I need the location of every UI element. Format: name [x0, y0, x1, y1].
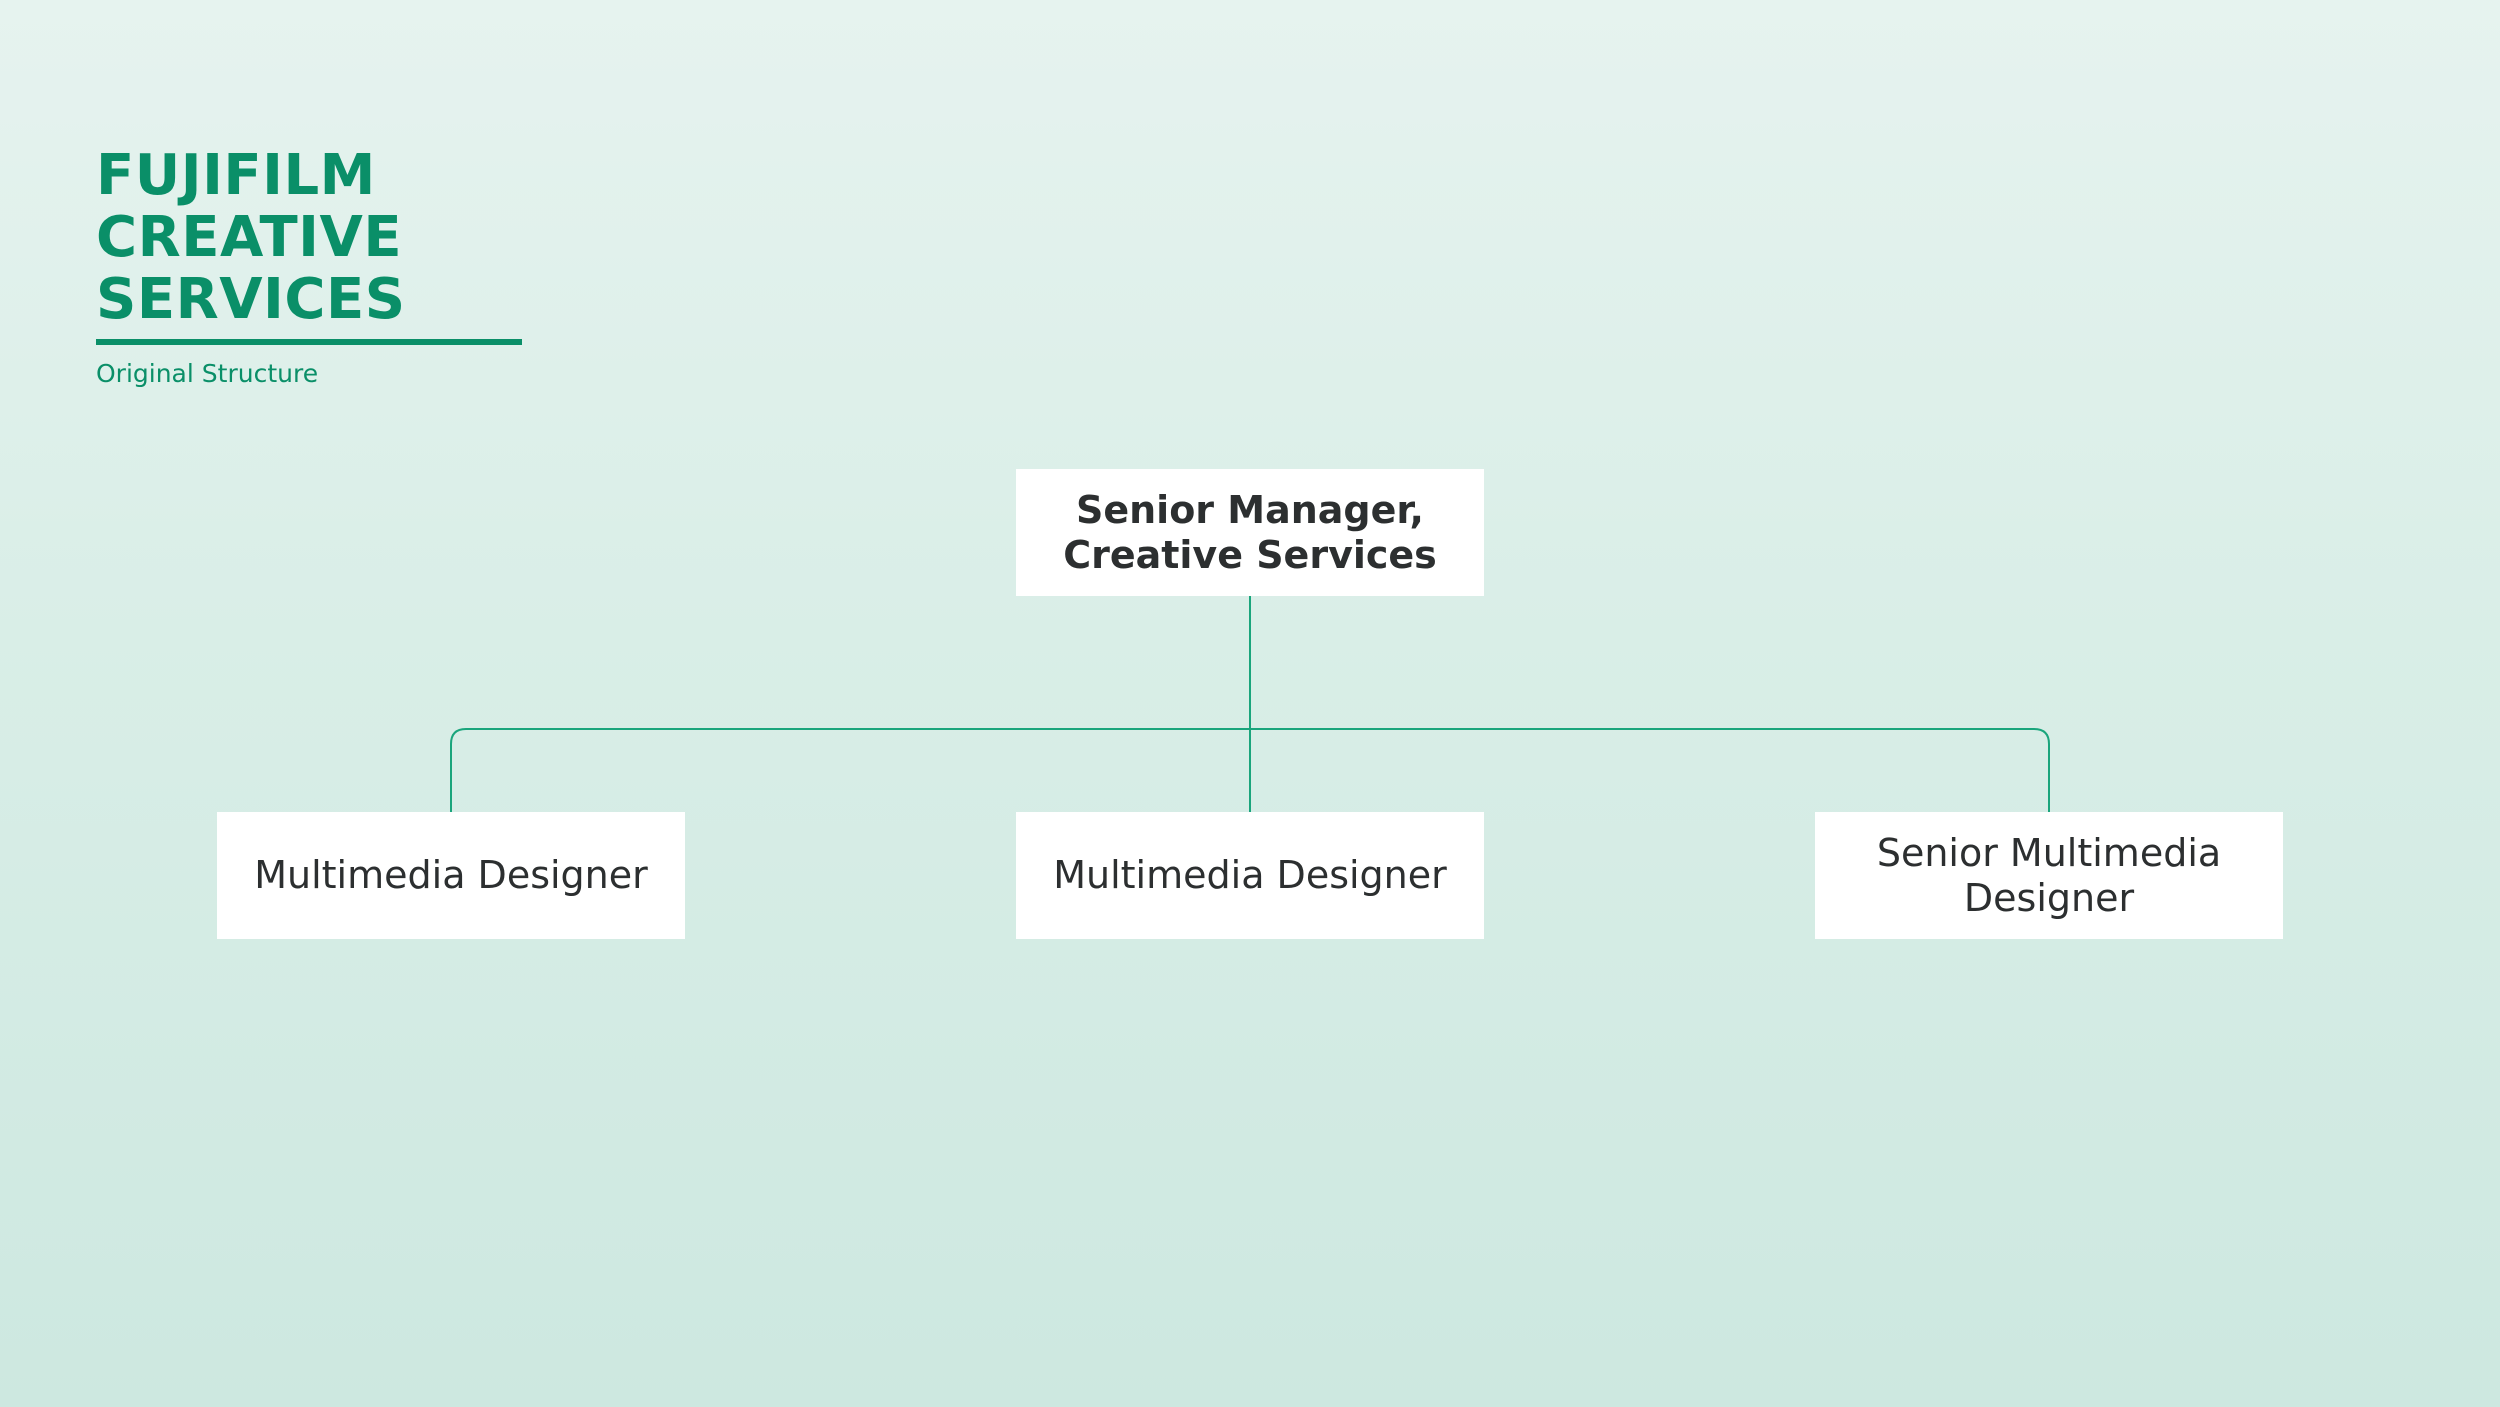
- org-node-label: Senior Multimedia: [1876, 830, 2222, 875]
- org-node-label: Multimedia Designer: [1053, 853, 1447, 897]
- org-node-multimedia-designer-2: Multimedia Designer: [1016, 812, 1484, 939]
- org-node-senior-manager: Senior Manager, Creative Services: [1016, 469, 1484, 596]
- connector-horizontal-bar: [450, 728, 2050, 812]
- org-node-label: Designer: [1963, 875, 2135, 920]
- brand-title-line: FUJIFILM: [96, 143, 376, 208]
- brand-title-line: CREATIVE: [96, 205, 403, 270]
- brand-subtitle: Original Structure: [96, 359, 319, 388]
- org-node-label: Multimedia Designer: [254, 853, 648, 897]
- brand-title: FUJIFILM CREATIVE SERVICES: [96, 145, 526, 331]
- org-node-label: Creative Services: [1063, 532, 1437, 577]
- org-node-senior-multimedia-designer: Senior Multimedia Designer: [1815, 812, 2283, 939]
- brand-block: FUJIFILM CREATIVE SERVICES Original Stru…: [96, 145, 526, 388]
- org-node-label: Senior Manager,: [1075, 487, 1424, 532]
- brand-title-line: SERVICES: [96, 267, 406, 332]
- org-node-multimedia-designer-1: Multimedia Designer: [217, 812, 685, 939]
- brand-underline: [96, 339, 522, 345]
